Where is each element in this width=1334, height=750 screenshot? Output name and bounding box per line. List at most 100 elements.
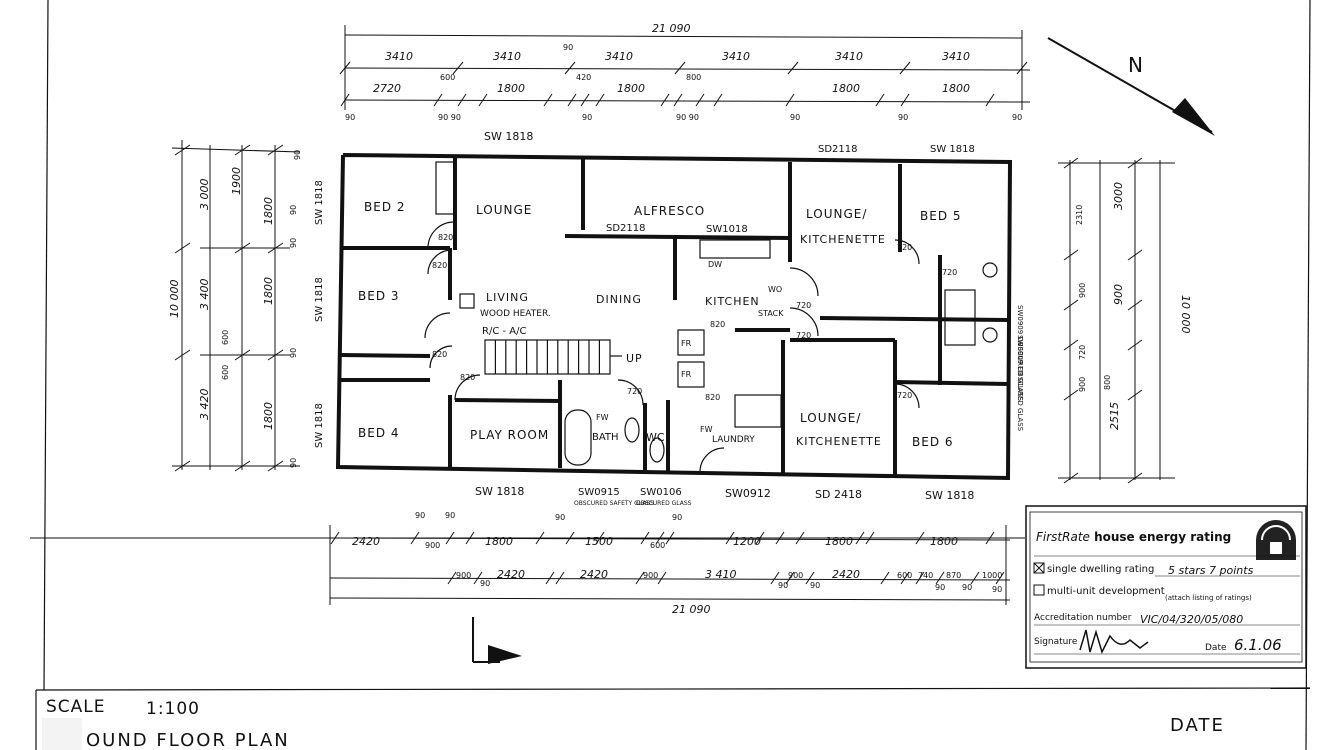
bottom-90-dimension: 90	[415, 511, 425, 520]
dimension-tick	[1063, 249, 1079, 261]
bottom-dimension: 1800	[485, 535, 513, 548]
window-label: SW 1818	[314, 403, 325, 448]
dimension-tick	[478, 93, 488, 107]
window-note: OBSCURED SAFETY GLASS	[574, 500, 654, 507]
dimension-tick	[465, 531, 475, 545]
dimension-tick	[174, 349, 191, 361]
window-label: SW 1818	[484, 130, 533, 143]
top-sub-dimension: 600	[440, 73, 455, 82]
signature-label: Signature	[1034, 637, 1078, 647]
top-sub-dimension: 1800	[942, 82, 970, 95]
window-labels: SW 1818 SD2118 SW 1818 SW 1818 SW 1818 S…	[314, 130, 1024, 507]
door-label: 720	[942, 268, 957, 277]
fixture-fr: FR	[681, 339, 692, 348]
left-90-dimension: 90	[289, 348, 298, 358]
single-dwelling-label: single dwelling rating	[1047, 564, 1154, 575]
room-wc: WC	[646, 431, 665, 444]
top-dimension: 3410	[605, 50, 633, 63]
dimension-tick	[855, 531, 865, 545]
dimension-tick	[1063, 157, 1079, 169]
bottom-sub-dimension: 1000	[982, 571, 1002, 580]
bottom-sub-dimension: 900	[456, 571, 471, 580]
rating-title: house energy rating	[1090, 530, 1231, 544]
bottom-dimension: 1800	[825, 535, 853, 548]
top-sub-dimension: 1800	[832, 82, 860, 95]
bottom-90-dimension: 90	[445, 511, 455, 520]
bottom-90-dimension: 90	[672, 513, 682, 522]
window-label: SW 1818	[314, 180, 325, 225]
dimension-tick	[770, 571, 780, 585]
door-label: 720	[796, 301, 811, 310]
window-label: SW0912	[725, 487, 771, 500]
window-note: OBSCURED GLASS	[636, 500, 692, 507]
window-label: SW 1818	[314, 277, 325, 322]
room-bed-2: BED 2	[364, 200, 406, 214]
room-laundry: LAUNDRY	[712, 435, 755, 445]
accreditation-value: VIC/04/320/05/080	[1140, 613, 1243, 626]
door-label: 820	[432, 350, 447, 359]
room-bath: BATH	[592, 432, 619, 443]
scale-value: 1:100	[146, 699, 200, 719]
right-sub-dimension: 900	[1078, 377, 1087, 392]
bottom-90-dimension: 90	[810, 581, 820, 590]
window-label: SW 1818	[925, 489, 974, 502]
dimension-tick	[565, 531, 575, 545]
right-sub-dimension: 720	[1078, 345, 1087, 360]
door-label: 820	[710, 320, 725, 329]
single-dwelling-value: 5 stars 7 points	[1168, 564, 1254, 577]
window-label: SW1018	[706, 224, 748, 235]
dimension-tick	[267, 144, 284, 156]
dimension-tick	[674, 61, 686, 75]
top-90-label: 90	[563, 43, 573, 52]
left-total-dimension: 10 000	[168, 280, 181, 319]
dimension-tick	[795, 531, 805, 545]
dimension-tick	[787, 61, 799, 75]
room-lounge-kitchenette-2b: KITCHENETTE	[796, 435, 882, 448]
top-sub-dimension: 420	[576, 73, 591, 82]
door-label: 820	[705, 393, 720, 402]
scale-label: SCALE	[46, 697, 106, 717]
dimension-tick	[725, 531, 735, 545]
dimension-tick	[915, 571, 925, 585]
left-sub-dimension: 1800	[262, 197, 275, 225]
bottom-sub-dimension: 740	[918, 571, 933, 580]
bottom-total-dimension: 21 090	[672, 603, 711, 616]
dimension-tick	[447, 571, 457, 585]
accreditation-label: Accreditation number	[1034, 613, 1132, 623]
plan-title: OUND FLOOR PLAN	[86, 730, 290, 750]
dimension-tick	[970, 571, 980, 585]
room-bed-5: BED 5	[920, 209, 962, 223]
dimension-tick	[433, 93, 443, 107]
dimension-tick	[339, 61, 351, 75]
right-total-dimension: 10 000	[1179, 295, 1192, 334]
right-sub-dimension: 800	[1103, 375, 1112, 390]
door-label: 720	[627, 387, 642, 396]
dimension-tick	[900, 571, 910, 585]
rating-brand: FirstRate	[1036, 530, 1090, 544]
dimension-tick	[660, 93, 670, 107]
dimension-tick	[1063, 299, 1079, 311]
corner-mark	[472, 617, 522, 664]
dimension-tick	[340, 93, 350, 107]
top-sub-dimension: 1800	[617, 82, 645, 95]
dimension-tick	[595, 531, 605, 545]
top-dimension: 3410	[493, 50, 521, 63]
dimension-tick	[1127, 472, 1143, 484]
door-label: 720	[897, 243, 912, 252]
dimension-tick	[457, 93, 467, 107]
dimension-tick	[755, 531, 765, 545]
room-kitchen: KITCHEN	[705, 295, 760, 308]
sheet-border-left	[43, 0, 49, 691]
rating-date-label: Date	[1205, 643, 1227, 653]
room-labels: BED 2 LOUNGE ALFRESCO LOUNGE/ KITCHENETT…	[358, 200, 962, 449]
dimension-tick	[1016, 61, 1028, 75]
top-sub-dimension: 800	[686, 73, 701, 82]
door-label: 820	[438, 233, 453, 242]
fixture-fr: FR	[681, 370, 692, 379]
dimension-tick	[567, 93, 577, 107]
left-dimension: 3 420	[198, 389, 211, 421]
multi-unit-note: (attach listing of ratings)	[1165, 594, 1252, 602]
